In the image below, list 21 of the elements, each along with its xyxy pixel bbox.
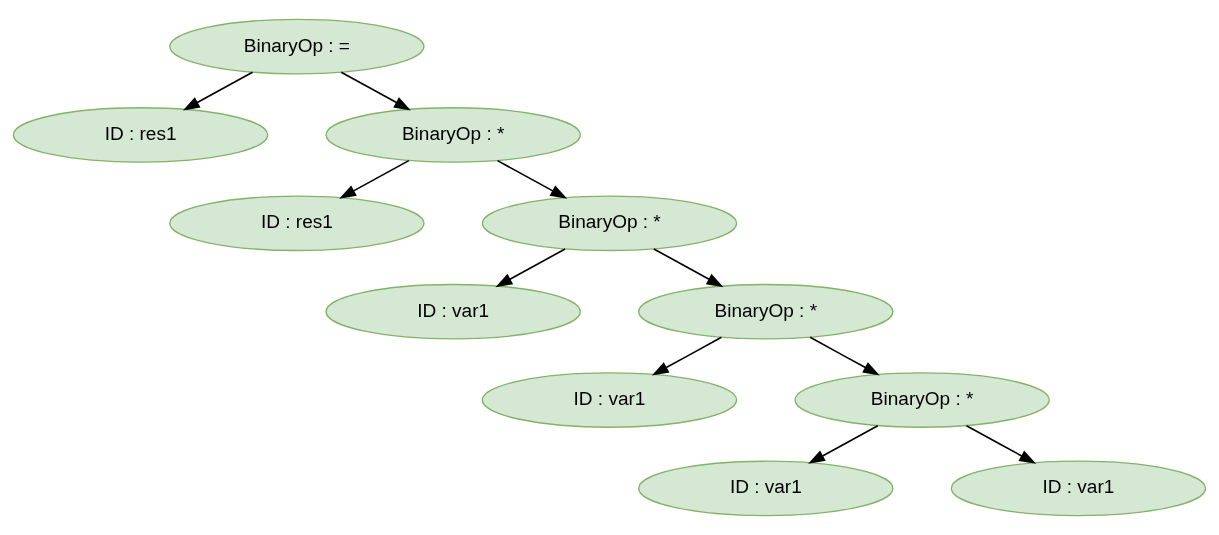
arrow xyxy=(965,424,1037,464)
node-ellipse: ID : var1 xyxy=(481,372,738,428)
arrow xyxy=(651,336,723,376)
arrow xyxy=(653,248,724,288)
node-ellipse: BinaryOp : = xyxy=(169,18,425,75)
arrow xyxy=(808,424,879,464)
node-ellipse: BinaryOp : * xyxy=(481,195,738,252)
node-ellipse: ID : res1 xyxy=(12,107,269,163)
node-ellipse: ID : var1 xyxy=(950,460,1207,517)
node-ellipse: BinaryOp : * xyxy=(794,372,1050,428)
node-ellipse: ID : res1 xyxy=(169,195,425,252)
arrow xyxy=(182,71,254,111)
arrow xyxy=(340,71,411,111)
node-ellipse: BinaryOp : * xyxy=(638,283,894,340)
node-ellipse: BinaryOp : * xyxy=(325,107,581,163)
node-ellipse: ID : var1 xyxy=(325,283,581,340)
arrow xyxy=(339,159,410,199)
arrow xyxy=(496,159,568,199)
arrow xyxy=(495,248,566,288)
arrow xyxy=(809,336,880,376)
node-ellipse: ID : var1 xyxy=(638,460,894,517)
